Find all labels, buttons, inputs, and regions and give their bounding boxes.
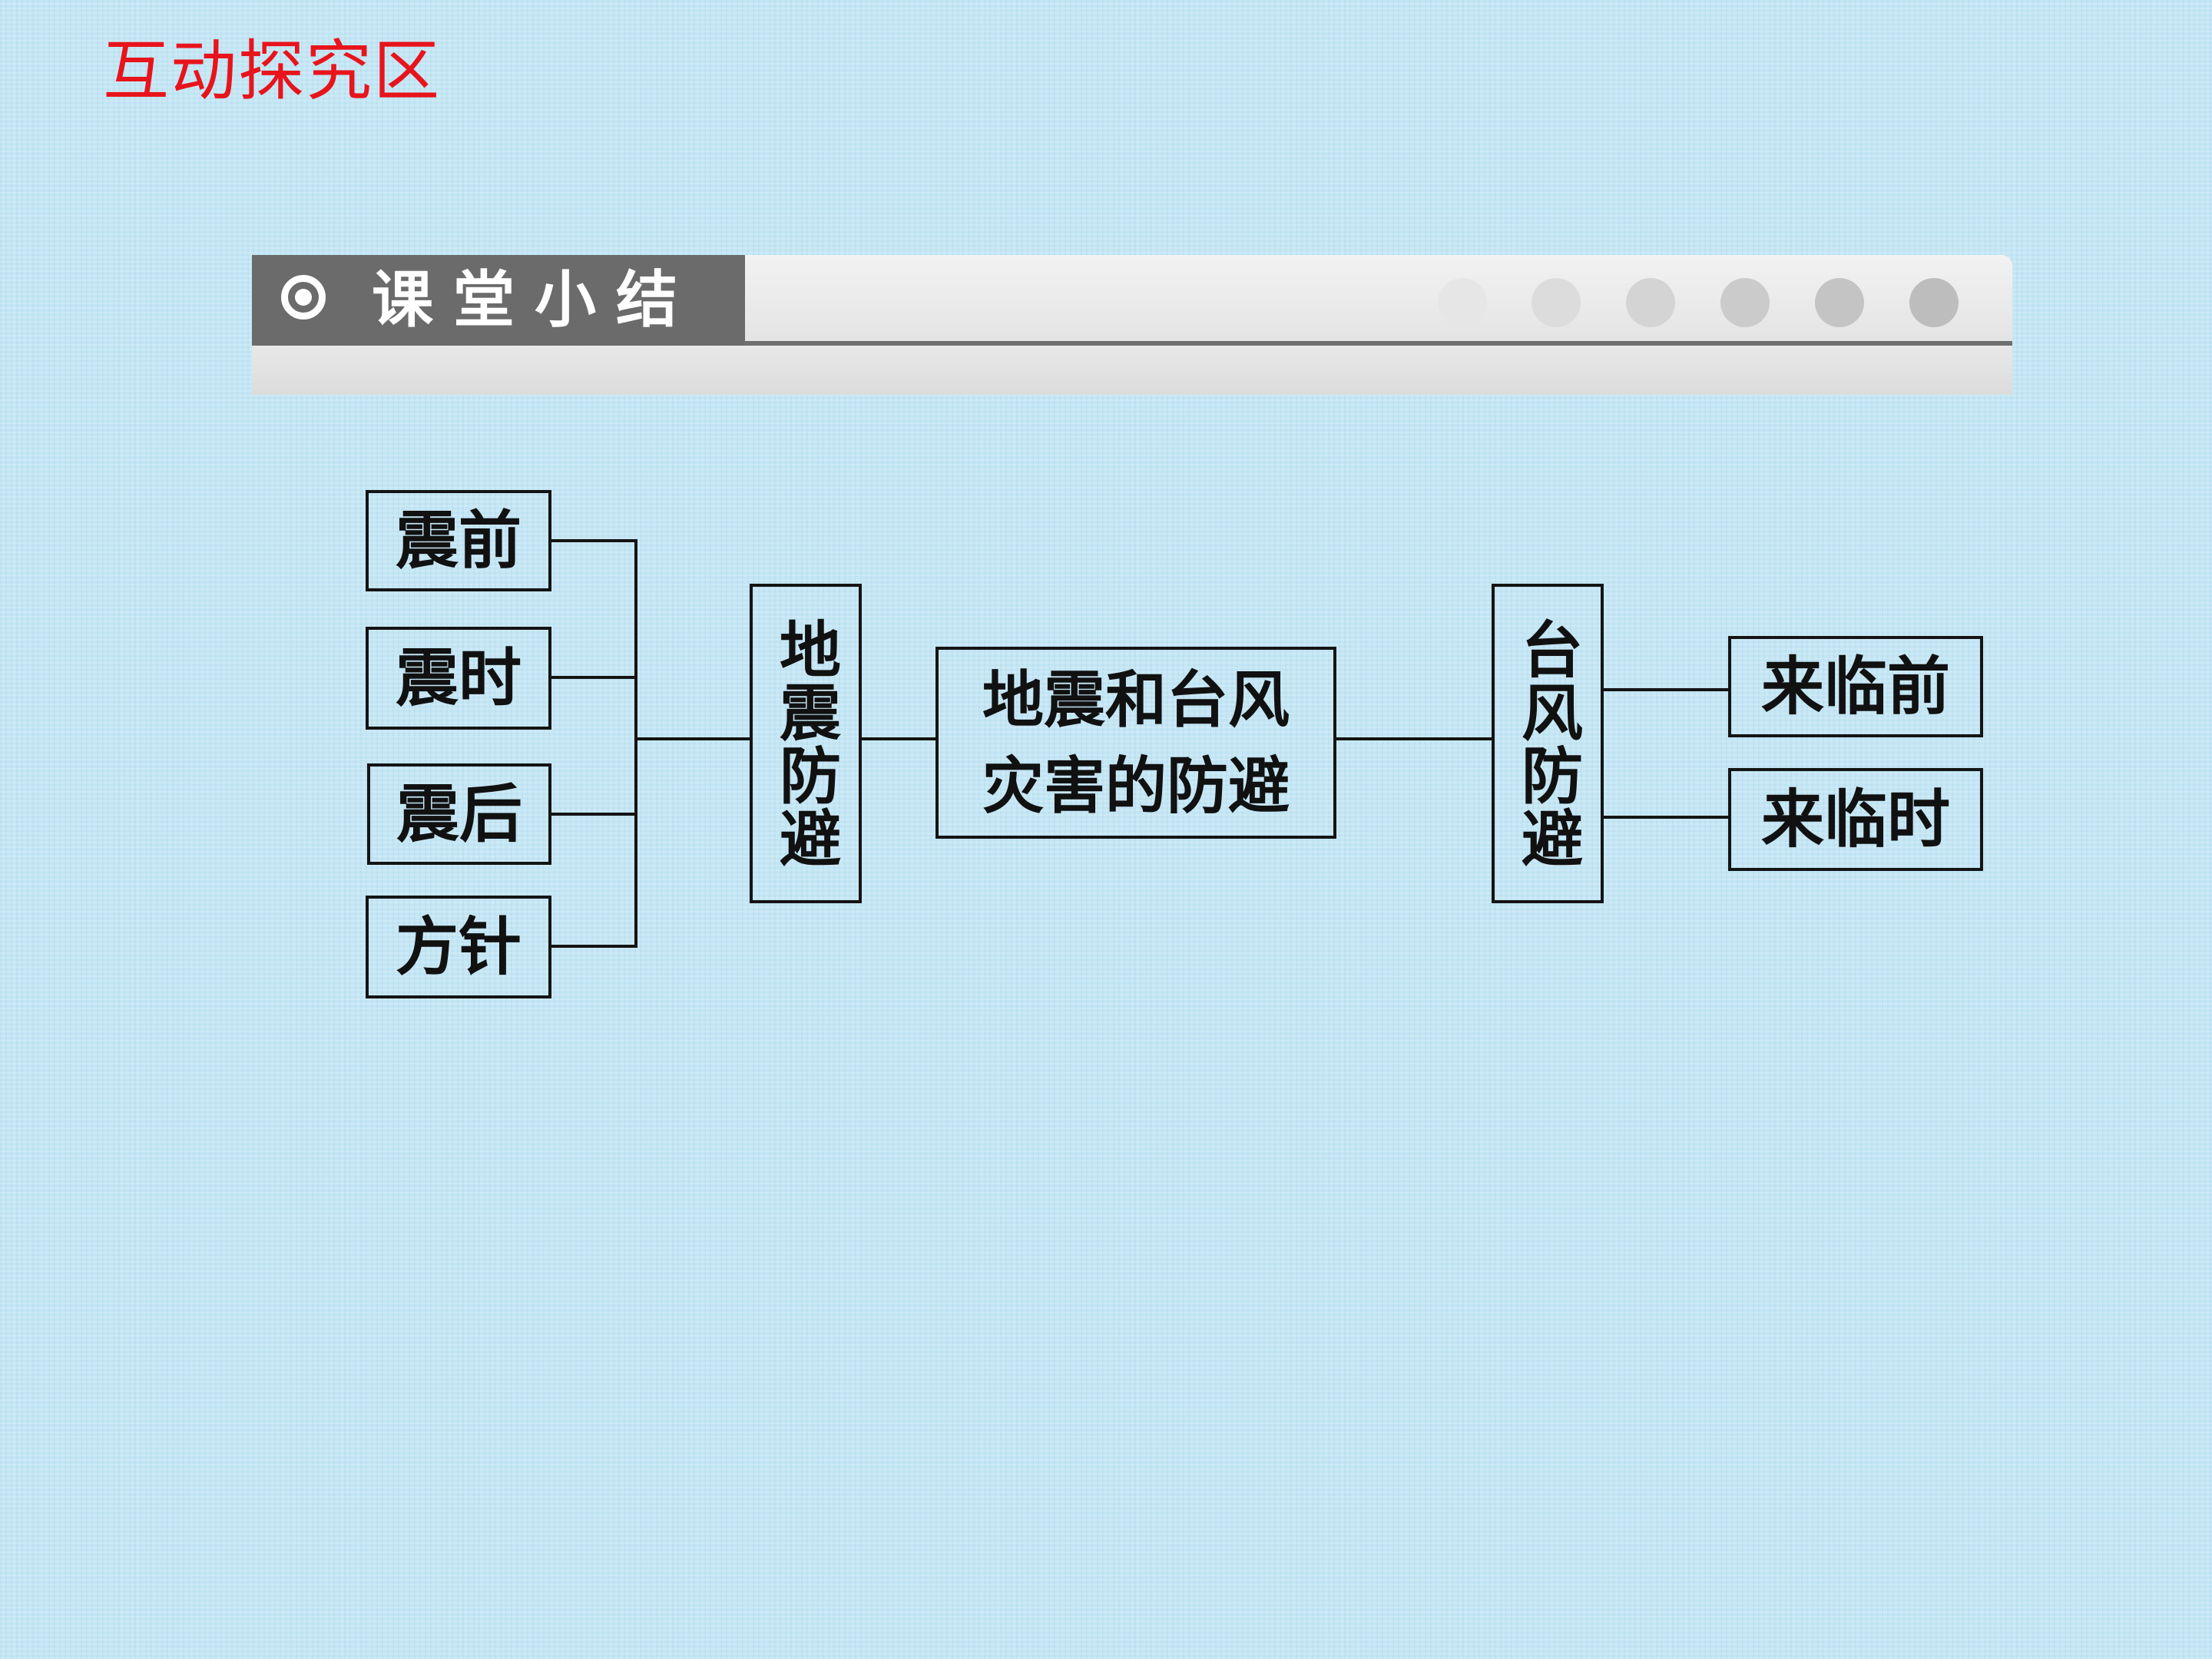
banner-tab: 课堂小结	[252, 255, 745, 346]
banner-strip	[252, 346, 2012, 395]
node-policy: 方针	[366, 896, 551, 998]
section-title: 课堂小结	[372, 264, 697, 336]
decorative-dot	[1815, 278, 1864, 327]
decorative-dot	[1720, 278, 1770, 327]
section-banner: 课堂小结	[252, 255, 2012, 395]
central-topic-line-2: 灾害的防避	[982, 750, 1290, 822]
node-during-typhoon: 来临时	[1728, 768, 1983, 871]
node-before-typhoon: 来临前	[1728, 636, 1983, 737]
node-central-topic: 地震和台风 灾害的防避	[935, 647, 1336, 839]
node-after-earthquake: 震后	[367, 763, 551, 865]
decorative-dot	[1438, 278, 1487, 327]
node-earthquake-prevention: 地震防避	[750, 584, 862, 903]
node-during-earthquake: 震时	[366, 627, 551, 730]
central-topic-line-1: 地震和台风	[982, 664, 1290, 736]
node-before-earthquake: 震前	[366, 490, 551, 591]
decorative-dot	[1909, 278, 1959, 327]
decorative-dot	[1626, 278, 1675, 327]
radio-target-icon	[281, 275, 326, 320]
decorative-dot	[1532, 278, 1581, 327]
node-typhoon-prevention: 台风防避	[1492, 584, 1604, 903]
banner-divider	[252, 341, 2012, 346]
page-title: 互动探究区	[103, 33, 441, 110]
